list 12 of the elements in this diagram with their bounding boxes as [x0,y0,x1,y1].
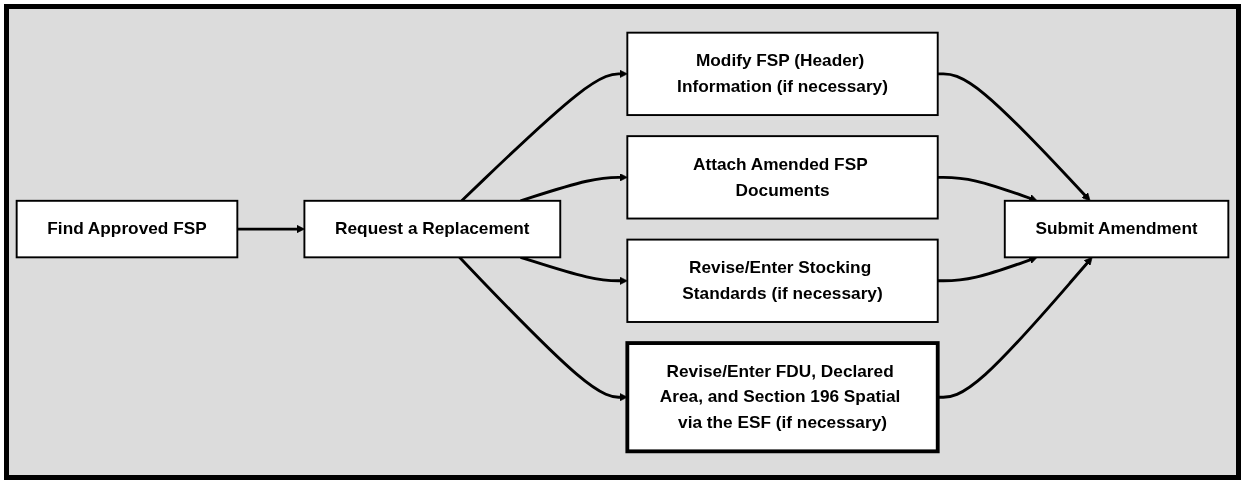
node-box: Request a Replacement [303,199,562,259]
arrow [937,256,1093,399]
node-box: Submit Amendment [1003,199,1230,259]
node-box: Revise/Enter Stocking Standards (if necessary) [626,238,939,323]
arrow [460,69,628,202]
node-box: Modify FSP (Header) Information (if necessary) [626,31,939,116]
node-box: Revise/Enter FDU, Declared Area, and Section 196 Spatial via the ESF (if necessary) [625,341,940,454]
arrow [458,256,628,402]
arrow [937,72,1091,202]
node-box: Find Approved FSP [15,199,239,259]
node-box: Attach Amended FSP Documents [626,135,939,220]
arrow [237,224,305,234]
